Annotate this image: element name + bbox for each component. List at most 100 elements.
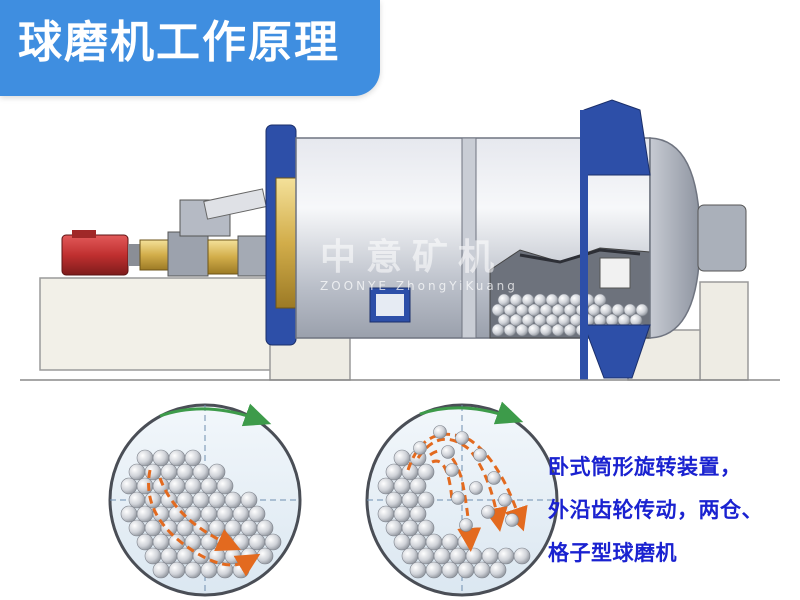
grinding-ball [216,505,234,523]
reducer-gearbox [139,188,269,277]
brand-watermark: 中意矿机 ZOONYE ZhongYiKuang [320,238,550,294]
grinding-ball [441,445,455,459]
grinding-ball [385,463,403,481]
grinding-ball [184,561,202,579]
mill-grinding-balls [491,293,649,337]
caption-line-3: 格子型球磨机 [548,541,677,565]
grinding-ball [248,505,266,523]
grinding-ball [256,547,274,565]
grinding-ball [513,547,531,565]
grinding-ball [152,533,170,551]
grinding-ball [455,431,469,445]
grinding-ball [232,505,250,523]
grinding-ball [481,505,495,519]
grinding-ball [459,518,473,532]
grinding-ball [208,491,226,509]
grinding-ball [409,533,427,551]
grinding-ball [441,533,459,551]
grinding-ball [425,561,443,579]
grinding-ball [433,425,447,439]
grinding-ball [208,519,226,537]
grinding-ball [505,513,519,527]
grinding-ball [487,471,501,485]
watermark-cn: 中意矿机 [320,237,505,278]
title-banner: 球磨机工作原理 [0,0,380,96]
grinding-ball [168,449,186,467]
grinding-ball [417,547,435,565]
grinding-ball [413,441,427,455]
caption-line-2: 外沿齿轮传动，两仓、 [548,498,763,522]
page-title: 球磨机工作原理 [18,17,340,68]
grinding-ball [144,491,162,509]
grinding-ball [168,477,186,495]
grinding-ball [635,303,649,317]
grinding-ball [473,561,491,579]
grinding-ball [533,293,547,307]
grinding-ball [465,547,483,565]
grinding-ball [401,491,419,509]
grinding-ball [216,477,234,495]
grinding-ball [489,561,507,579]
grinding-ball [433,547,451,565]
grinding-ball [451,491,465,505]
grinding-ball [545,293,559,307]
grinding-ball [120,477,138,495]
left-trajectory [147,469,261,577]
grinding-ball [385,491,403,509]
grinding-ball [393,505,411,523]
grinding-ball [224,491,242,509]
discharge-end [580,99,747,380]
grinding-ball [417,519,435,537]
grinding-ball [160,547,178,565]
grinding-ball [393,477,411,495]
grinding-ball [208,463,226,481]
grinding-ball [593,293,607,307]
grinding-ball [473,448,487,462]
grinding-ball [409,561,427,579]
grinding-ball [457,561,475,579]
grinding-ball [152,561,170,579]
grinding-ball [192,491,210,509]
grinding-ball [557,293,571,307]
grinding-ball [240,491,258,509]
grinding-ball [200,505,218,523]
grinding-ball [232,533,250,551]
grinding-ball [425,533,443,551]
grinding-ball [509,293,523,307]
description-caption: 卧式筒形旋转装置， 外沿齿轮传动，两仓、 格子型球磨机 [548,446,793,575]
grinding-ball [521,293,535,307]
grinding-ball [417,463,435,481]
grinding-ball [136,505,154,523]
grinding-ball [497,547,515,565]
grinding-ball [224,547,242,565]
right-cascading-balls [413,425,519,532]
grinding-ball [264,533,282,551]
grinding-ball [248,533,266,551]
grinding-ball [441,561,459,579]
grinding-ball [457,533,475,551]
grinding-ball [240,519,258,537]
grinding-ball [445,463,459,477]
grinding-ball [497,293,511,307]
grinding-ball [623,303,637,317]
grinding-ball [377,505,395,523]
grinding-ball [498,493,512,507]
grinding-ball [611,303,625,317]
grinding-ball [176,491,194,509]
grinding-ball [160,463,178,481]
grinding-ball [136,449,154,467]
grinding-ball [128,519,146,537]
grinding-ball [393,449,411,467]
grinding-ball [224,519,242,537]
grinding-ball [401,547,419,565]
left-rotation-arrow [159,403,272,427]
grinding-ball [128,463,146,481]
grinding-ball [481,547,499,565]
grinding-ball [409,505,427,523]
grinding-ball [136,533,154,551]
grinding-ball [184,477,202,495]
grinding-ball [136,477,154,495]
grinding-ball [184,449,202,467]
grinding-ball [256,519,274,537]
grinding-ball [192,463,210,481]
